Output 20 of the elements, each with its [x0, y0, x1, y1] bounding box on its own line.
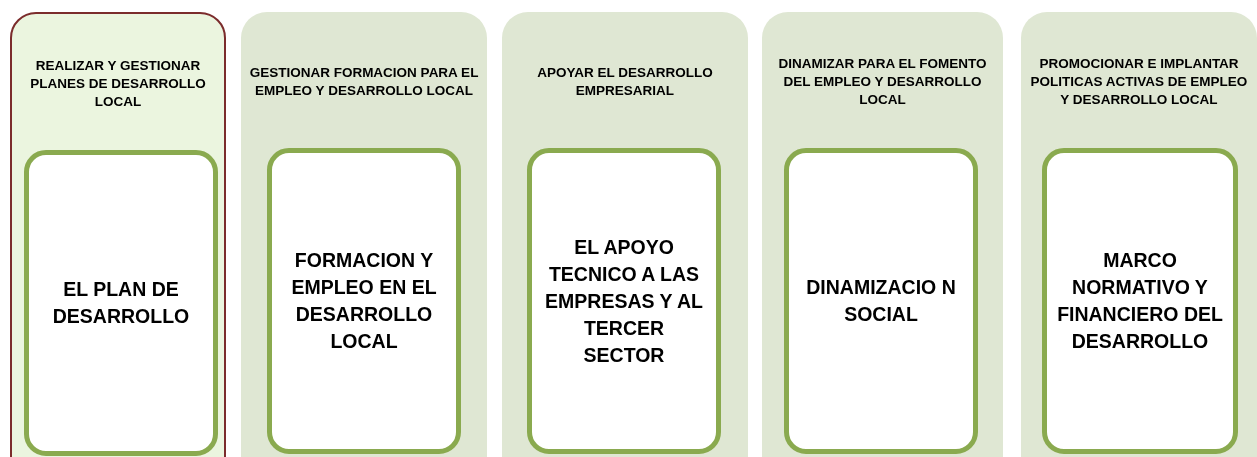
column-heading: GESTIONAR FORMACION PARA EL EMPLEO Y DESARROLLO LOCAL: [248, 64, 480, 100]
column-heading: APOYAR EL DESARROLLO EMPRESARIAL: [536, 64, 714, 100]
column-panel: [762, 12, 1003, 457]
column-panel: [502, 12, 748, 457]
topic-title: MARCO NORMATIVO Y FINANCIERO DEL DESARROLLO: [1056, 248, 1224, 354]
column-heading: REALIZAR Y GESTIONAR PLANES DE DESARROLLO LOCAL: [29, 57, 207, 111]
topic-box: [527, 148, 721, 454]
column-panel: [1021, 12, 1257, 457]
topic-box: [267, 148, 461, 454]
topic-box: [1042, 148, 1238, 454]
column-panel: [241, 12, 487, 457]
topic-title: FORMACION Y EMPLEO EN EL DESARROLLO LOCAL: [290, 248, 438, 354]
topic-box: [784, 148, 978, 454]
topic-title: DINAMIZACIO N SOCIAL: [805, 275, 957, 327]
topic-title: EL APOYO TECNICO A LAS EMPRESAS Y AL TERCER SECTOR: [544, 234, 704, 368]
column-heading: DINAMIZAR PARA EL FOMENTO DEL EMPLEO Y DESARROLLO LOCAL: [777, 55, 988, 109]
highlighted-column-panel: [10, 12, 226, 457]
column-heading: PROMOCIONAR E IMPLANTAR POLITICAS ACTIVAS DE EMPLEO Y DESARROLLO LOCAL: [1029, 55, 1249, 109]
topic-title: EL PLAN DE DESARROLLO: [51, 277, 191, 329]
topic-box: [24, 150, 218, 456]
